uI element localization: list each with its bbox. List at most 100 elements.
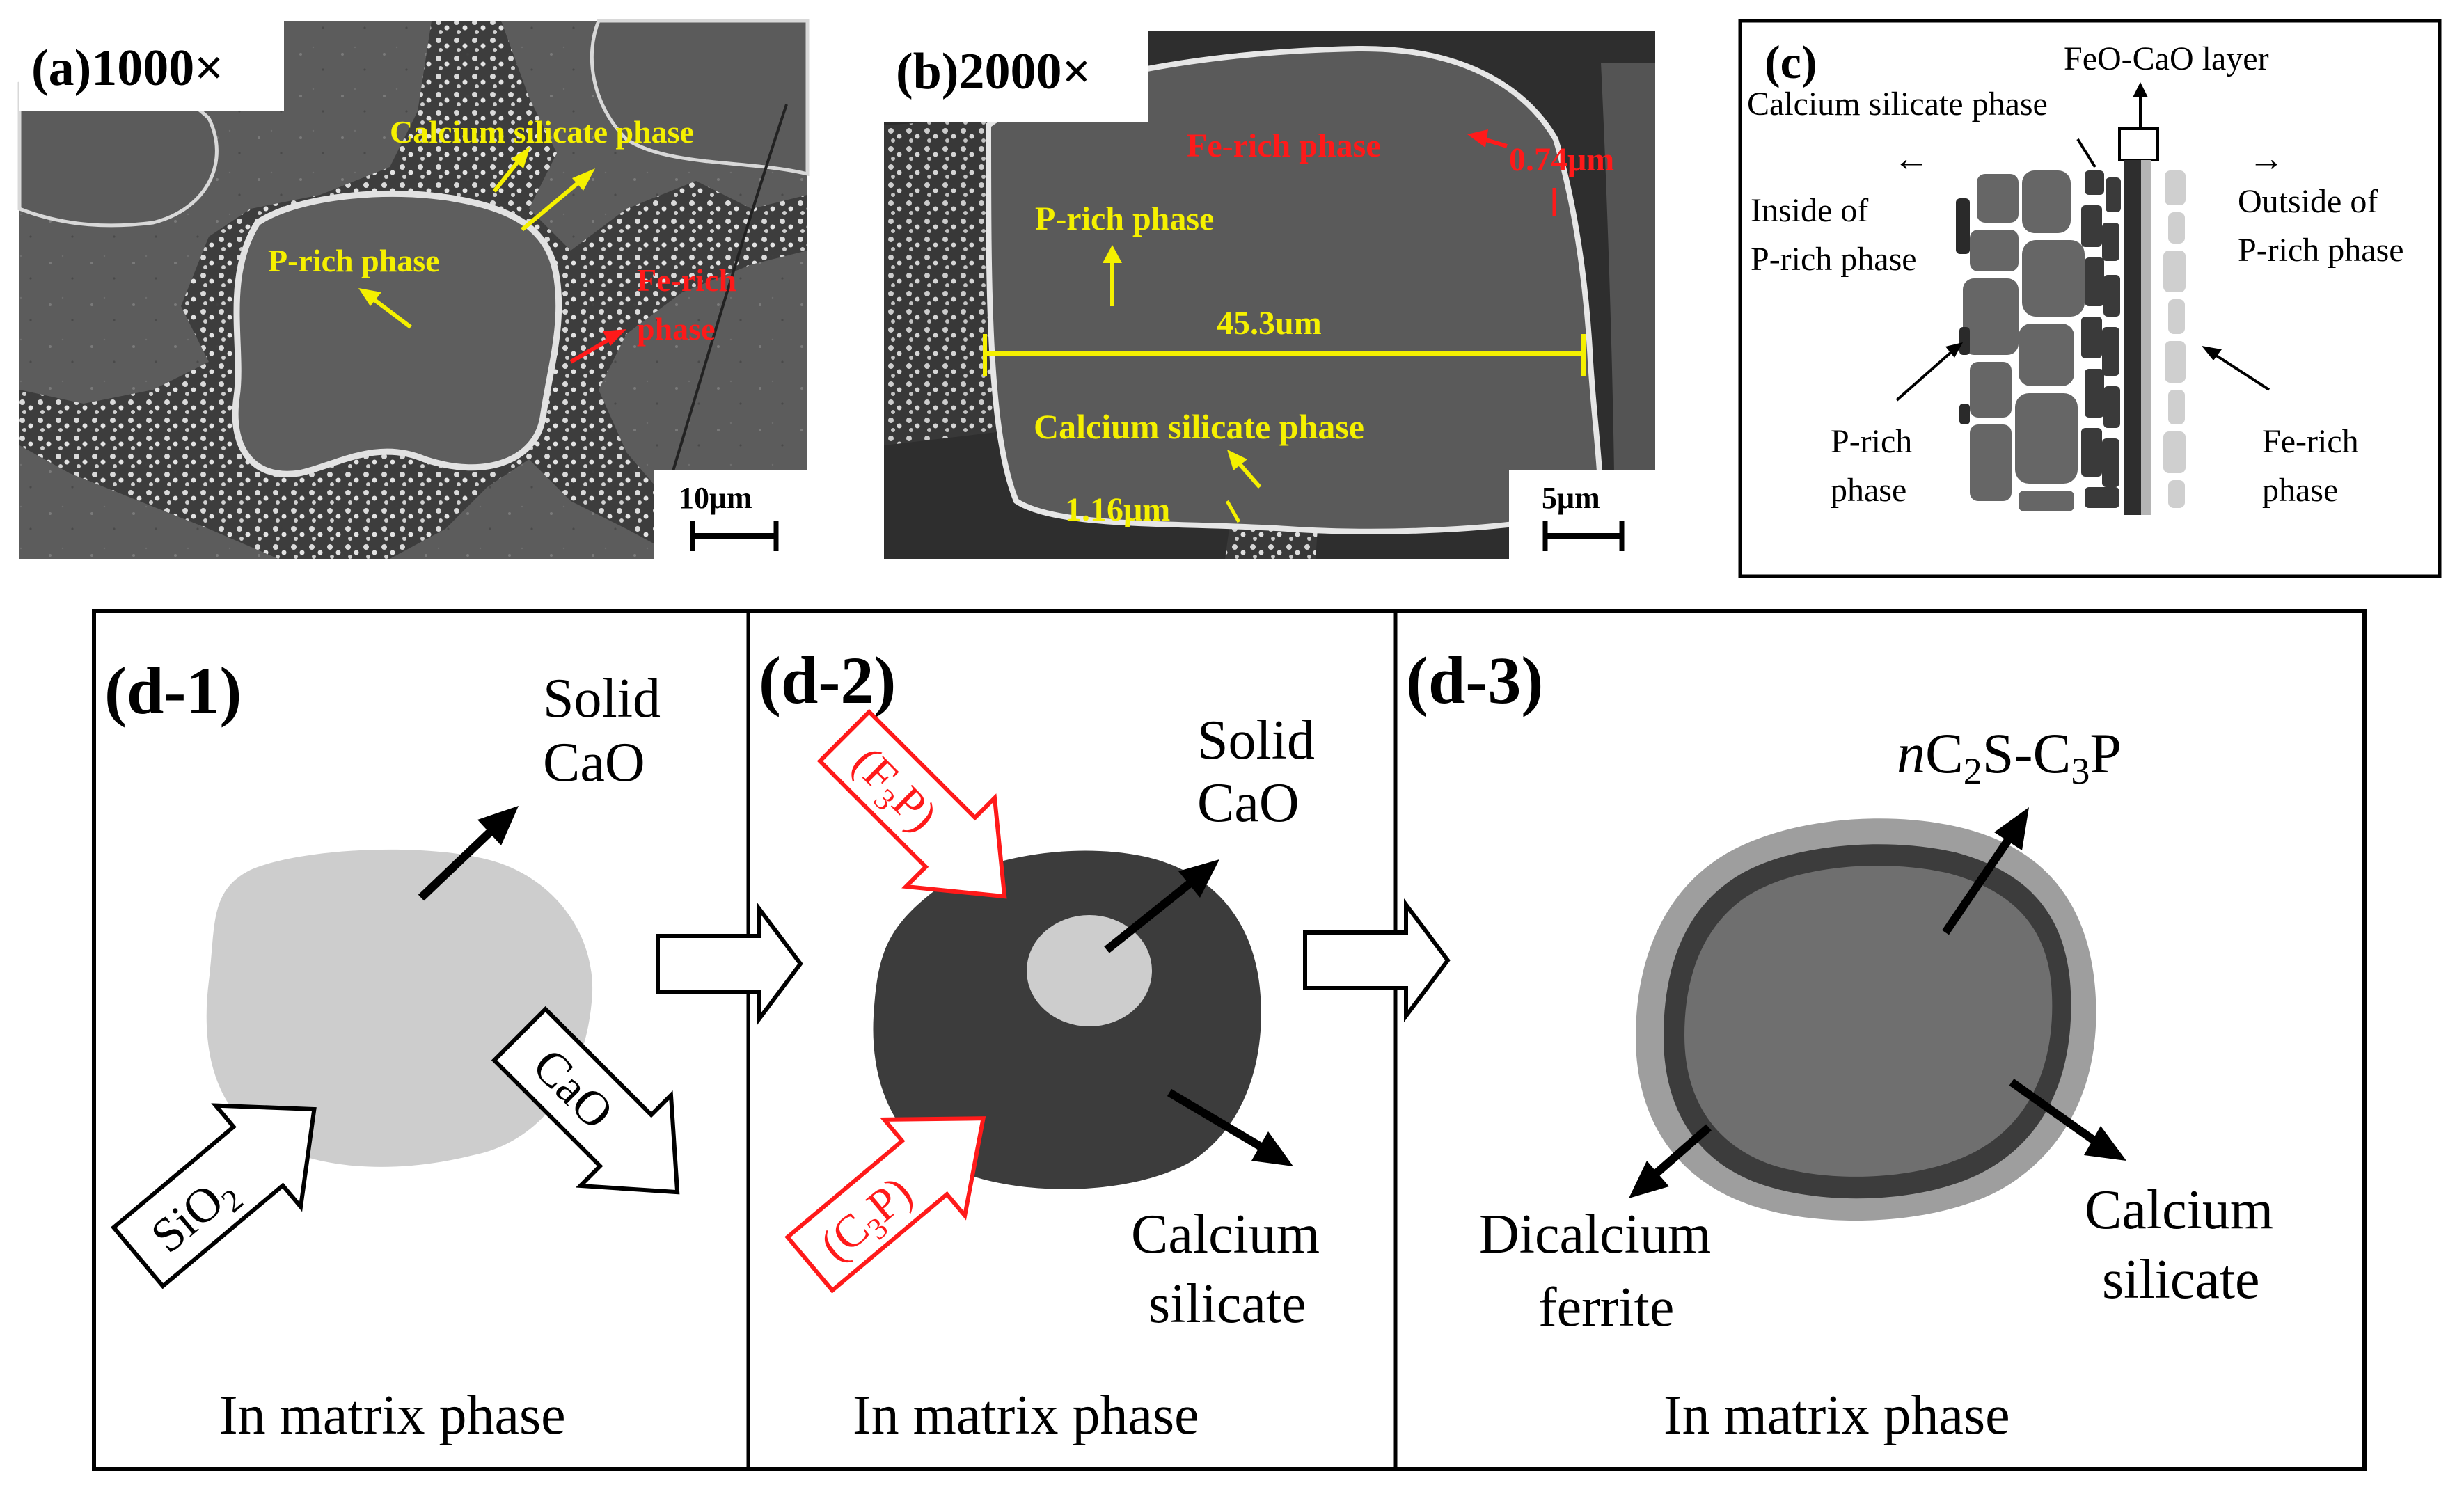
panel-b-thickness-fe: 0.74μm bbox=[1509, 141, 1614, 178]
panel-b-thickness-cs-tick bbox=[1225, 500, 1241, 523]
panel-a-fe-rich-label-2: phase bbox=[637, 311, 715, 347]
panel-c-p-rich-fragments bbox=[1956, 170, 2085, 511]
panel-b-arrowhead-p bbox=[1103, 245, 1122, 263]
panel-c-outside-line1: Outside of bbox=[2238, 183, 2378, 220]
panel-c-fe-rich-pointer-head bbox=[2202, 346, 2222, 360]
panel-c-frame bbox=[1738, 19, 2442, 578]
panel-d2-c3p-arrow: (C3P) bbox=[784, 1116, 986, 1294]
panel-d3-bottom-label: In matrix phase bbox=[1664, 1385, 2010, 1446]
panel-d3-cs-arrowhead bbox=[2084, 1126, 2126, 1161]
panel-c-cs-arrow bbox=[2076, 138, 2096, 168]
panel-d3-label: (d-3) bbox=[1406, 643, 1543, 717]
panel-b-arrowhead-fe bbox=[1467, 129, 1488, 148]
panel-a-arrowhead-fe bbox=[603, 329, 626, 346]
panel-c-inside-line1: Inside of bbox=[1751, 192, 1868, 229]
panel-b-arrowhead-cs bbox=[1227, 450, 1247, 470]
panel-a-fe-rich-label-1: Fe-rich bbox=[637, 262, 736, 298]
panel-c-calcium-silicate-label: Calcium silicate phase bbox=[1747, 86, 2048, 122]
panel-d1-solid-cao-particle bbox=[206, 849, 593, 1167]
panel-c: (c) FeO-CaO layer Calcium silicate phase… bbox=[1738, 19, 2442, 578]
panel-b-grain bbox=[985, 45, 1604, 534]
panel-d3-cs-arrow bbox=[2009, 1079, 2098, 1145]
panel-a-arrow-cs-2 bbox=[521, 175, 586, 232]
panel-c-p-rich-pointer bbox=[1895, 347, 1957, 402]
panel-d2: (d-2) Solid CaO Calcium silicate (F3P) (… bbox=[759, 643, 1320, 1446]
panel-d3-df-arrow bbox=[1650, 1124, 1712, 1180]
panel-a-scale-box bbox=[654, 470, 807, 559]
panel-c-p-rich-line2: phase bbox=[1831, 472, 1906, 509]
panel-b-thickness-cs: 1.16μm bbox=[1065, 491, 1170, 528]
panel-d3-cs-line1: Calcium bbox=[2085, 1180, 2273, 1241]
panel-d1-label: (d-1) bbox=[104, 653, 242, 728]
panel-a-grain-right bbox=[590, 19, 810, 177]
process-arrow-1 bbox=[656, 902, 803, 1026]
panel-b-label: (b)2000× bbox=[896, 43, 1091, 100]
panel-b-fe-rich-label: Fe-rich phase bbox=[1187, 127, 1381, 164]
panel-b-p-rich-label: P-rich phase bbox=[1035, 200, 1214, 237]
panel-c-fe-rich-line2: phase bbox=[2262, 472, 2338, 509]
panel-c-calcium-silicate-fragments bbox=[2081, 170, 2121, 508]
panel-a-arrow-fe bbox=[569, 335, 614, 364]
panel-b-label-box bbox=[884, 31, 1148, 122]
panel-c-fe-rich-pointer bbox=[2209, 350, 2270, 391]
panel-d2-cs-line2: silicate bbox=[1148, 1273, 1306, 1335]
panel-c-fe-layer bbox=[2141, 160, 2151, 515]
panel-a-p-rich-grain bbox=[232, 190, 562, 477]
panel-d2-solid-line2: CaO bbox=[1197, 772, 1300, 834]
panel-d1-solid-arrowhead bbox=[477, 806, 519, 845]
panel-d1-bottom-label: In matrix phase bbox=[219, 1385, 566, 1446]
process-arrow-2 bbox=[1303, 898, 1451, 1022]
panel-b-grain-edge-right bbox=[1601, 63, 1655, 559]
panel-d3-core bbox=[1684, 866, 2053, 1177]
panel-d2-solid-line1: Solid bbox=[1197, 710, 1315, 771]
panel-a: (a)1000× Calcium silicate phase P-rich p… bbox=[17, 19, 810, 559]
panel-c-outside-line2: P-rich phase bbox=[2238, 232, 2404, 269]
panel-c-arrow-right: → bbox=[2248, 139, 2284, 179]
panel-b-calcium-silicate-label: Calcium silicate phase bbox=[1034, 407, 1364, 446]
panel-d1: (d-1) Solid CaO SiO2 CaO In matrix phase bbox=[104, 653, 680, 1446]
panel-d2-solid-arrow bbox=[1104, 877, 1197, 953]
panel-a-arrow-p bbox=[368, 294, 412, 329]
panel-d2-cs-arrow bbox=[1167, 1088, 1266, 1152]
panel-a-calcium-silicate-label: Calcium silicate phase bbox=[390, 114, 694, 150]
panel-d3-formula-arrow bbox=[1942, 832, 2015, 935]
panel-c-arrow-left: ← bbox=[1893, 139, 1929, 179]
panel-d3-formula: nC2S-C3P bbox=[1897, 722, 2122, 792]
panel-a-arrowhead-cs-1 bbox=[512, 146, 530, 168]
panel-c-p-rich-pointer-head bbox=[1945, 342, 1963, 358]
panel-a-scale-label: 10μm bbox=[679, 481, 752, 515]
panel-c-feo-box bbox=[2118, 127, 2159, 161]
panel-d3-cs-line2: silicate bbox=[2102, 1249, 2260, 1310]
panel-c-fe-rich-fragments bbox=[2163, 170, 2186, 508]
panel-d3-formula-arrowhead bbox=[1994, 807, 2029, 850]
panel-c-fe-rich-line1: Fe-rich bbox=[2262, 423, 2359, 460]
panel-d3-df-line2: ferrite bbox=[1538, 1277, 1674, 1338]
panel-d1-solid-line2: CaO bbox=[543, 732, 645, 793]
panel-d3: (d-3) nC2S-C3P Dicalcium ferrite Calcium… bbox=[1406, 643, 2273, 1446]
panel-a-crack bbox=[667, 104, 788, 488]
panel-c-feo-cao-label: FeO-CaO layer bbox=[2064, 40, 2269, 77]
panel-a-p-rich-label: P-rich phase bbox=[268, 243, 440, 278]
panel-d1-solid-line1: Solid bbox=[543, 668, 661, 729]
panel-a-label: (a)1000× bbox=[31, 40, 223, 97]
panel-a-label-box bbox=[19, 21, 284, 111]
panel-b: (b)2000× Fe-rich phase 0.74μm P-rich pha… bbox=[884, 31, 1655, 559]
panel-b-scale-box bbox=[1509, 470, 1655, 559]
panel-c-p-rich-line1: P-rich bbox=[1831, 423, 1912, 460]
panel-b-scale-label: 5μm bbox=[1542, 481, 1600, 515]
panel-d2-label: (d-2) bbox=[759, 643, 896, 717]
panel-d2-cs-arrowhead bbox=[1251, 1131, 1293, 1166]
panel-c-feo-cao-layer bbox=[2124, 160, 2141, 515]
panel-a-arrowhead-cs-2 bbox=[572, 168, 595, 191]
panel-d3-df-line1: Dicalcium bbox=[1479, 1204, 1711, 1265]
panel-c-feo-arrowhead bbox=[2133, 82, 2148, 97]
panel-c-label: (c) bbox=[1764, 35, 1817, 88]
panel-d2-f3p-arrow: (F3P) bbox=[816, 708, 1007, 899]
panel-c-inside-line2: P-rich phase bbox=[1751, 241, 1917, 278]
panel-d2-solid-arrowhead bbox=[1178, 859, 1219, 898]
panel-b-dendrite-left bbox=[884, 118, 1002, 445]
panel-d2-cs-line1: Calcium bbox=[1131, 1204, 1320, 1265]
panel-d3-df-arrowhead bbox=[1629, 1161, 1669, 1198]
panel-b-width-label: 45.3um bbox=[1217, 305, 1322, 342]
